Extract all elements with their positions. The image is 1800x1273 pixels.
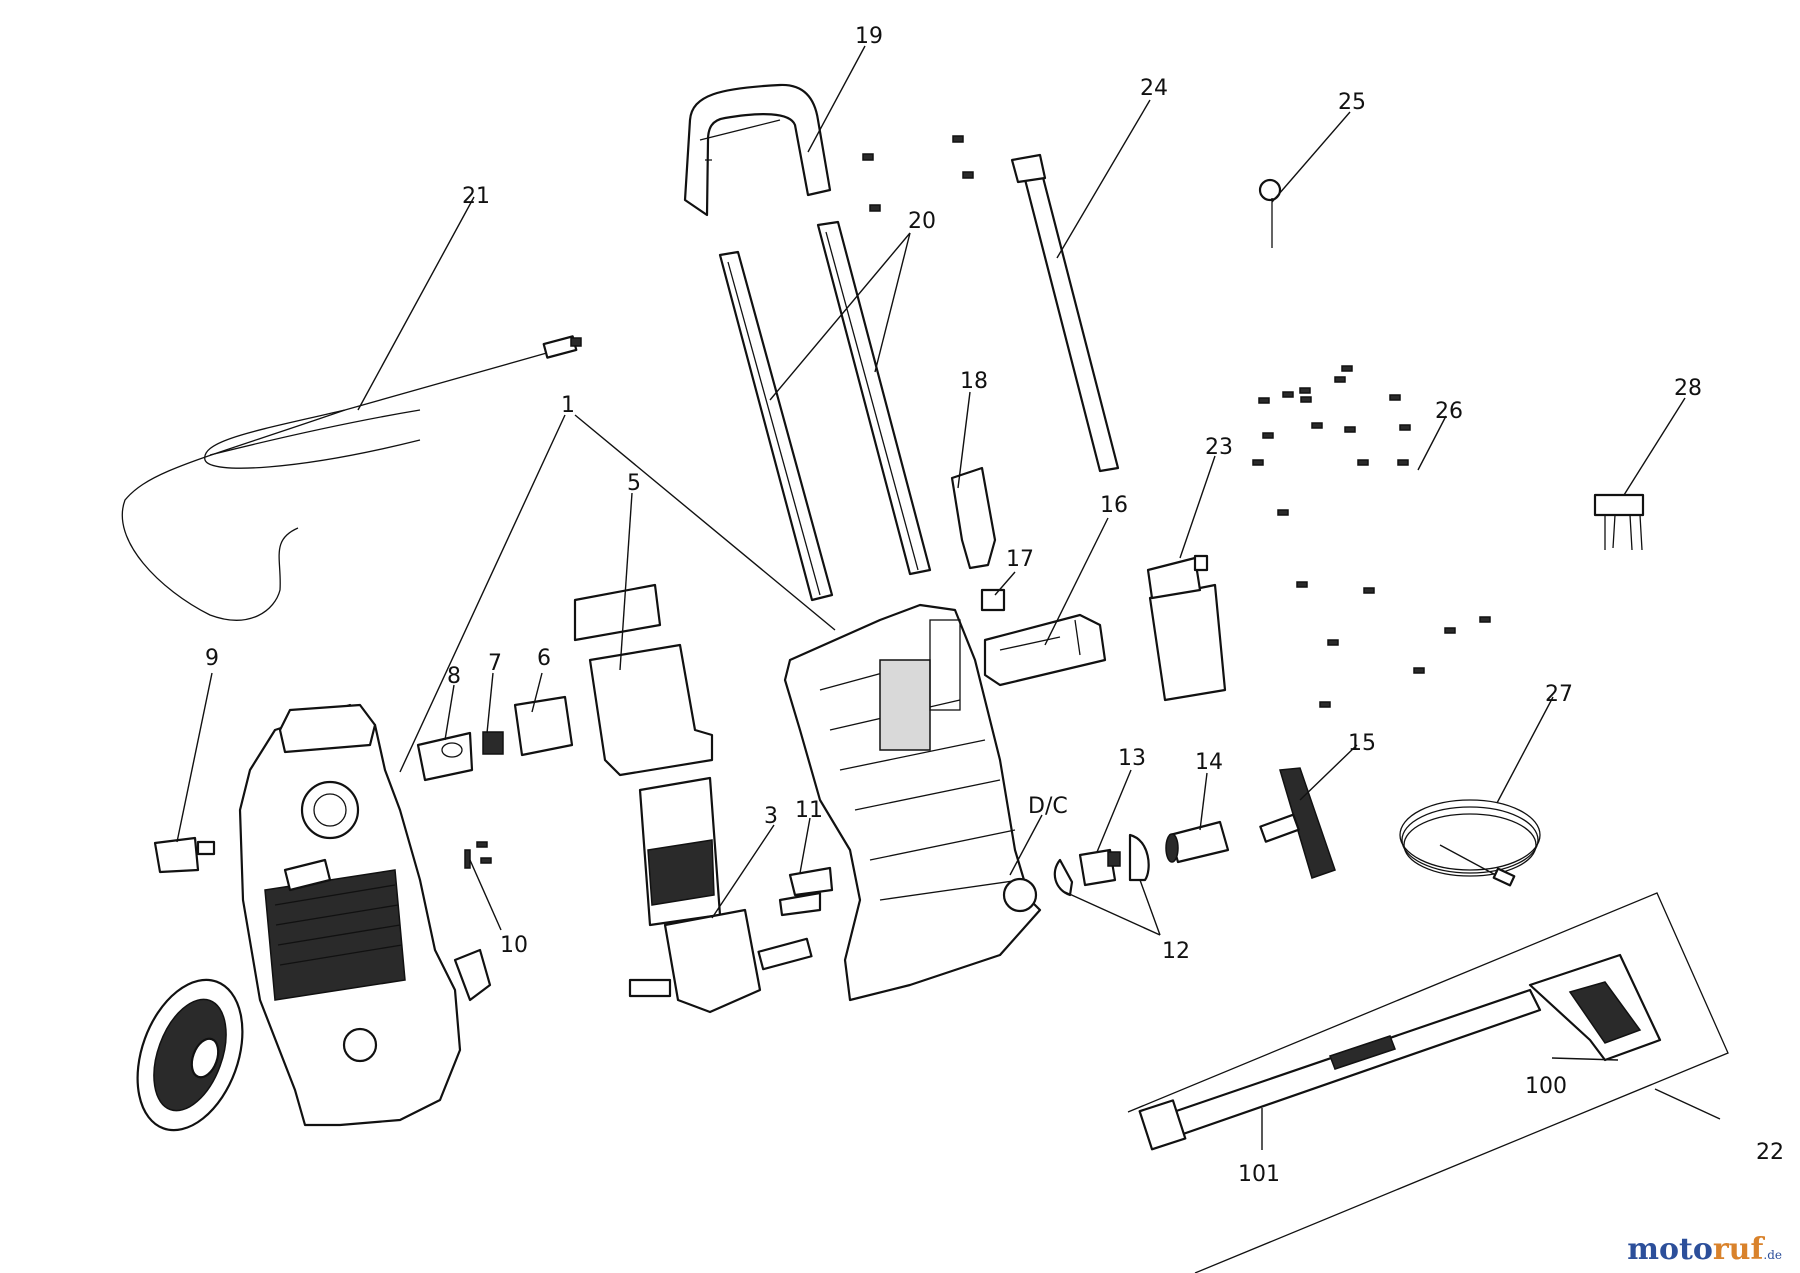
screws-top <box>862 135 974 212</box>
part-labels: 1 3 5 6 7 8 9 10 11 D/C 12 13 14 15 16 1… <box>205 24 1784 1187</box>
label-100: 100 <box>1525 1074 1567 1099</box>
label-20: 20 <box>908 209 936 234</box>
label-9: 9 <box>205 646 219 671</box>
part-14-quick-coupling <box>1165 820 1230 864</box>
part-101-gun-extension <box>1138 988 1542 1151</box>
label-1: 1 <box>561 393 575 418</box>
label-23: 23 <box>1205 435 1233 460</box>
part-23-detergent-bottle <box>1146 554 1227 702</box>
label-13: 13 <box>1118 746 1146 771</box>
label-6: 6 <box>537 646 551 671</box>
rear-wheel <box>136 978 244 1132</box>
part-11-bracket <box>778 866 834 917</box>
part-7-rocker <box>482 731 504 755</box>
part-28-cord-block <box>1593 493 1645 551</box>
part-24-spray-lance <box>1010 153 1120 473</box>
label-28: 28 <box>1674 376 1702 401</box>
part-3-motor-pump <box>628 776 813 1014</box>
label-16: 16 <box>1100 493 1128 518</box>
label-dc: D/C <box>1028 794 1068 819</box>
part-27-garden-hose <box>1399 799 1541 887</box>
label-12: 12 <box>1162 939 1190 964</box>
label-21: 21 <box>462 184 490 209</box>
part-10-screws <box>464 841 492 869</box>
label-18: 18 <box>960 369 988 394</box>
part-21-high-pressure-hose <box>121 335 582 621</box>
part-16-accessory-holder <box>983 613 1107 687</box>
label-24: 24 <box>1140 76 1168 101</box>
label-5: 5 <box>627 471 641 496</box>
label-19: 19 <box>855 24 883 49</box>
label-7: 7 <box>488 651 502 676</box>
label-22: 22 <box>1756 1140 1784 1165</box>
leader-lines <box>176 45 1721 1150</box>
part-9-knob <box>153 836 216 874</box>
part-13-inlet-adapter <box>1078 848 1121 887</box>
part-18-nozzle <box>950 466 997 570</box>
part-19-upper-handle <box>683 83 832 217</box>
part-15-hose-reel <box>1259 767 1336 879</box>
part-5-motor-cover <box>573 583 714 777</box>
part-17-connector <box>980 588 1006 612</box>
label-3: 3 <box>764 804 778 829</box>
label-25: 25 <box>1338 90 1366 115</box>
part-8-label-plate <box>416 731 474 782</box>
label-17: 17 <box>1006 547 1034 572</box>
label-101: 101 <box>1238 1162 1280 1187</box>
part-6-switch <box>513 695 574 757</box>
front-housing <box>238 703 492 1127</box>
label-10: 10 <box>500 933 528 958</box>
label-26: 26 <box>1435 399 1463 424</box>
label-14: 14 <box>1195 750 1223 775</box>
part-25-clip-pin <box>1258 178 1282 248</box>
part-12-seals <box>1053 833 1150 897</box>
label-27: 27 <box>1545 682 1573 707</box>
label-8: 8 <box>447 664 461 689</box>
part-1-main-frame <box>783 603 1042 1002</box>
part-100-trigger-gun <box>1528 953 1662 1062</box>
label-15: 15 <box>1348 731 1376 756</box>
watermark-text: motoruf <box>1627 1232 1764 1267</box>
watermark-suffix: .de <box>1763 1248 1782 1262</box>
part-26-screws <box>1252 365 1491 708</box>
label-11: 11 <box>795 798 823 823</box>
watermark-logo: motoruf.de <box>1627 1232 1782 1267</box>
part-22-gun-box <box>1127 892 1729 1273</box>
